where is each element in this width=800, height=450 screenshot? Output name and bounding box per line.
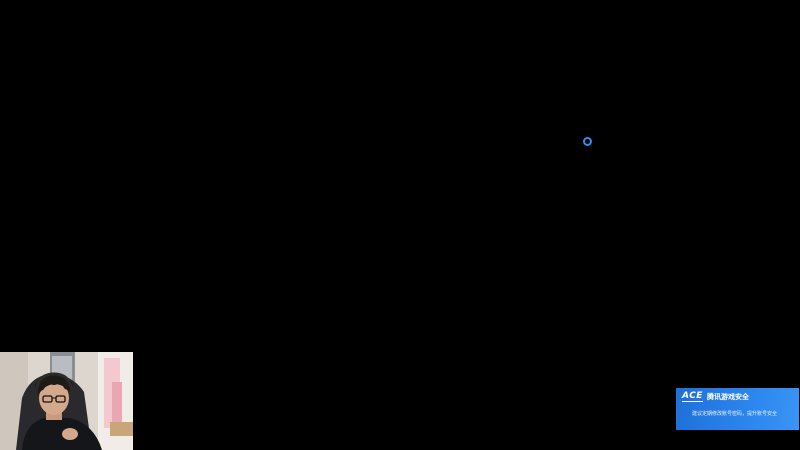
webcam-overlay xyxy=(0,352,133,450)
ace-logo-icon: ACE xyxy=(682,391,703,402)
security-notification-toast[interactable]: ACE 腾讯游戏安全 建议定期修改账号密码，提升账号安全 xyxy=(676,388,799,430)
toast-title: 腾讯游戏安全 xyxy=(706,393,749,401)
toast-header: ACE 腾讯游戏安全 xyxy=(682,392,749,402)
webcam-feed-image xyxy=(0,352,133,450)
loading-ring-icon xyxy=(583,137,592,146)
toast-message: 建议定期修改账号密码，提升账号安全 xyxy=(692,411,778,417)
